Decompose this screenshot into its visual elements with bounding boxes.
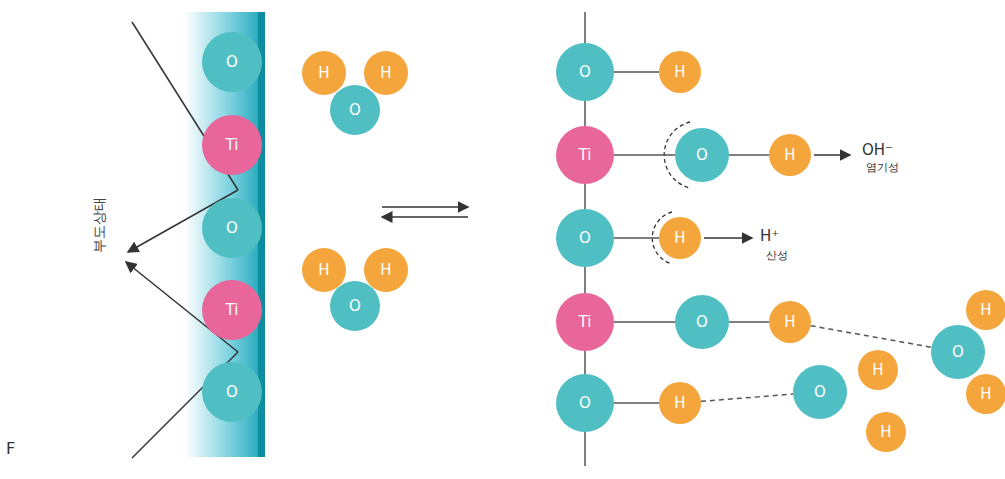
atom-circle: O xyxy=(202,362,262,422)
atom-symbol: O xyxy=(349,103,361,118)
atom-symbol: O xyxy=(226,221,238,236)
atom-symbol: H xyxy=(380,66,391,81)
atom-circle: O xyxy=(556,209,614,267)
atom-circle: H xyxy=(659,217,701,259)
atom-circle: H xyxy=(966,374,1005,414)
atom-symbol: O xyxy=(696,148,708,163)
hydrogen-bond xyxy=(811,326,932,348)
atom-symbol: O xyxy=(226,385,238,400)
hydrogen-bond xyxy=(701,394,793,401)
atom-circle: O xyxy=(793,365,847,419)
chemical-bond xyxy=(614,154,675,156)
atom-circle: H xyxy=(659,382,701,424)
atom-circle: Ti xyxy=(202,280,262,340)
leader-arrow xyxy=(704,237,752,239)
atom-circle: O xyxy=(202,32,262,92)
atom-symbol: O xyxy=(579,65,591,80)
chemical-bond xyxy=(729,321,769,323)
atom-circle: H xyxy=(769,134,811,176)
atom-symbol: Ti xyxy=(579,315,592,330)
annotation-label: H⁺ xyxy=(760,228,779,245)
atom-symbol: H xyxy=(872,363,883,378)
annotation-label: 산성 xyxy=(766,250,788,262)
atom-circle: H xyxy=(769,301,811,343)
chemical-bond xyxy=(614,402,659,404)
equilibrium-arrow xyxy=(382,206,468,208)
chemical-bond xyxy=(584,267,586,293)
atom-symbol: O xyxy=(579,396,591,411)
atom-circle: O xyxy=(556,374,614,432)
atom-symbol: O xyxy=(696,315,708,330)
chemical-bond xyxy=(584,351,586,374)
chemical-bond xyxy=(614,237,659,239)
atom-circle: O xyxy=(675,295,729,349)
chemical-bond xyxy=(584,184,586,209)
atom-symbol: H xyxy=(784,148,795,163)
atom-circle: O xyxy=(556,43,614,101)
atom-symbol: H xyxy=(318,263,329,278)
annotation-label: 염기성 xyxy=(866,162,899,174)
atom-circle: O xyxy=(931,325,985,379)
atom-circle: H xyxy=(364,248,408,292)
atom-circle: O xyxy=(202,198,262,258)
annotation-label: OH⁻ xyxy=(862,142,893,159)
atom-symbol: H xyxy=(784,315,795,330)
chemical-bond xyxy=(614,71,659,73)
atom-symbol: Ti xyxy=(226,303,239,318)
annotation-label: F xyxy=(6,440,15,458)
atom-circle: O xyxy=(330,85,380,135)
atom-symbol: Ti xyxy=(579,148,592,163)
atom-circle: H xyxy=(302,51,346,95)
atom-symbol: H xyxy=(980,387,991,402)
atom-symbol: O xyxy=(952,345,964,360)
chemical-bond xyxy=(584,101,586,126)
atom-symbol: O xyxy=(226,55,238,70)
atom-symbol: H xyxy=(380,263,391,278)
atom-symbol: O xyxy=(579,231,591,246)
surface-bar xyxy=(185,12,265,457)
chemical-bond xyxy=(614,321,675,323)
atom-circle: Ti xyxy=(556,126,614,184)
atom-circle: Ti xyxy=(556,293,614,351)
atom-symbol: Ti xyxy=(226,138,239,153)
atom-circle: H xyxy=(364,51,408,95)
atom-circle: H xyxy=(866,412,906,452)
atom-symbol: H xyxy=(880,425,891,440)
atom-symbol: H xyxy=(674,65,685,80)
leader-arrow xyxy=(814,154,850,156)
atom-circle: H xyxy=(659,51,701,93)
atom-circle: H xyxy=(858,350,898,390)
atom-symbol: O xyxy=(814,385,826,400)
equilibrium-arrow xyxy=(382,216,468,218)
atom-symbol: H xyxy=(674,231,685,246)
atom-symbol: H xyxy=(318,66,329,81)
atom-symbol: H xyxy=(674,396,685,411)
atom-circle: O xyxy=(675,128,729,182)
vertical-label: 부도상태 xyxy=(92,197,107,253)
atom-circle: O xyxy=(330,281,380,331)
atom-circle: H xyxy=(966,290,1005,330)
chemical-bond xyxy=(729,154,769,156)
atom-symbol: H xyxy=(980,303,991,318)
atom-symbol: O xyxy=(349,299,361,314)
atom-circle: Ti xyxy=(202,115,262,175)
